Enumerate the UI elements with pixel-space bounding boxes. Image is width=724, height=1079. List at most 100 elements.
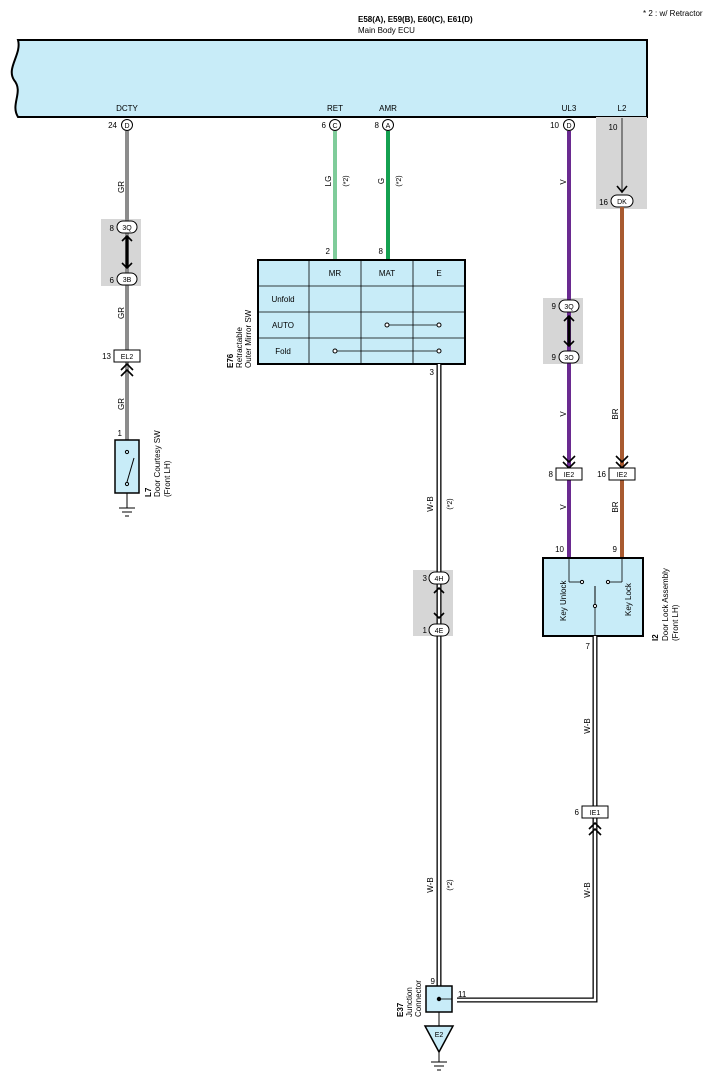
connector-ie2-br-label: IE2 <box>617 472 628 479</box>
door-lock-lock-label: Key Lock <box>624 582 633 616</box>
gr-label-3: GR <box>117 398 126 410</box>
ground-e2-triangle <box>423 1025 455 1054</box>
junction-3q-right-pin: 9 <box>552 302 557 311</box>
connector-el2 <box>113 349 141 363</box>
ecu-pin-signal-dcty: DCTY <box>116 104 138 113</box>
mirror-row-unfold: Unfold <box>271 295 294 304</box>
connector-ie2-br-pin: 16 <box>597 470 606 479</box>
ground-e2-label: E2 <box>435 1032 444 1039</box>
connector-el2-chevrons <box>120 362 134 377</box>
courtesy-sw-contact-top <box>124 449 130 455</box>
door-lock-unlock-label: Key Unlock <box>559 580 568 621</box>
junction-connector-pin-b: 11 <box>458 990 467 999</box>
mirror-header-mat: MAT <box>379 269 395 278</box>
ecu-connector-codes: E58(A), E59(B), E60(C), E61(D) <box>358 15 473 24</box>
connector-ie2-v <box>555 467 583 481</box>
ecu-pin-number-amr: 8 <box>375 121 380 130</box>
courtesy-sw-name: Door Courtesy SW <box>153 430 162 497</box>
gr-circuit: GR GR GR 8 3Q 6 3B 13 EL2 1 L7 Door Cour… <box>101 131 172 517</box>
wb-door-lock-circuit: W-B W-B 6 IE1 <box>457 636 609 1003</box>
door-lock-contact-common <box>592 603 598 609</box>
mirror-sw-pin-g: 8 <box>379 247 384 256</box>
wb-label-1: W-B <box>426 496 435 511</box>
ecu-pin-circle-amr <box>382 119 394 131</box>
door-lock-code: I2 <box>651 634 660 641</box>
mirror-sw-name-1: Retractable <box>235 327 244 368</box>
mirror-sw-pin-lg: 2 <box>326 247 331 256</box>
wb-label-2: W-B <box>426 877 435 892</box>
wb-mirror-circuit: W-B (*2) W-B (*2) 3 4H 1 4E <box>413 364 454 990</box>
junction-connector-name-2: Connector <box>414 980 423 1017</box>
junction-3q-left-label: 3Q <box>122 225 132 232</box>
mirror-auto-mat-dot <box>384 322 390 328</box>
connector-ie2-v-pin: 8 <box>549 470 554 479</box>
main-body-ecu: E58(A), E59(B), E60(C), E61(D) Main Body… <box>10 15 648 131</box>
door-lock-contact-unlock <box>579 579 585 585</box>
lg-label: LG <box>324 176 333 187</box>
connector-dk-pin: 16 <box>599 198 608 207</box>
ecu-body <box>10 39 648 118</box>
br-label-2: BR <box>611 501 620 512</box>
junction-4e-label: 4E <box>435 628 444 635</box>
ecu-pin-circle-ret <box>329 119 341 131</box>
junction-connector-pin-a: 9 <box>431 977 436 986</box>
mirror-sw-name-2: Outer Mirror SW <box>244 309 253 368</box>
ecu-pin-conn-dcty: D <box>124 123 129 130</box>
ecu-pin-signal-l2: L2 <box>618 104 627 113</box>
ecu-pin-signal-ul3: UL3 <box>562 104 577 113</box>
ecu-pin-number-dcty: 24 <box>108 121 117 130</box>
connector-ie2-br <box>608 467 636 481</box>
mirror-supply-wires: LG (*2) G (*2) 2 8 <box>324 131 403 260</box>
door-lock-contact-lock <box>605 579 611 585</box>
ecu-pin-number-ul3: 10 <box>550 121 559 130</box>
door-lock-pin-unlock: 10 <box>555 545 564 554</box>
retractable-mirror-switch: MR MAT E Unfold AUTO Fold E76 Retractabl… <box>226 259 466 377</box>
junction-3q-right <box>558 299 580 313</box>
door-lock-pin-ground: 7 <box>586 642 591 651</box>
connector-el2-label: EL2 <box>121 354 134 361</box>
connector-ie1-pin: 6 <box>575 808 580 817</box>
connector-ie1-chevrons <box>588 821 602 836</box>
ecu-pin-conn-amr: A <box>386 123 391 130</box>
mirror-header-e: E <box>436 269 441 278</box>
courtesy-sw-blade <box>126 457 135 483</box>
gr-label-2: GR <box>117 307 126 319</box>
mirror-header-mr: MR <box>329 269 342 278</box>
mirror-sw-pin-out: 3 <box>430 368 435 377</box>
retractor-note: * 2 : w/ Retractor <box>643 9 703 18</box>
mirror-fold-e-dot <box>436 348 442 354</box>
ecu-pin-conn-ul3: D <box>566 123 571 130</box>
ecu-pin-conn-ret: C <box>332 123 337 130</box>
door-lock-pin-lock: 9 <box>613 545 618 554</box>
junction-3q-left-pin: 8 <box>110 224 115 233</box>
ecu-pin-number-l2: 10 <box>609 123 618 132</box>
gr-label-1: GR <box>117 181 126 193</box>
courtesy-sw-contact-bottom <box>124 481 130 487</box>
junction-4h <box>428 571 450 585</box>
mirror-sw-code: E76 <box>226 353 235 368</box>
door-lock-assembly: Key Unlock Key Lock I2 Door Lock Assembl… <box>542 557 680 651</box>
v-label-3: V <box>559 504 568 510</box>
dk-arrow <box>616 185 628 194</box>
v-label-2: V <box>559 411 568 417</box>
junction-3b <box>116 272 138 286</box>
door-courtesy-switch <box>114 439 140 494</box>
door-lock-position: (Front LH) <box>671 604 680 641</box>
br-circuit: 10 16 DK BR BR 16 IE2 9 <box>596 117 647 558</box>
lg-retractor-note: (*2) <box>343 175 350 186</box>
junction-4e-pin: 1 <box>423 626 428 635</box>
door-lock-name: Door Lock Assembly <box>661 568 670 641</box>
junction-3o <box>558 350 580 364</box>
junction-3o-label: 3O <box>564 355 574 362</box>
ecu-name: Main Body ECU <box>358 26 415 35</box>
mirror-row-fold: Fold <box>275 347 291 356</box>
junction-3o-pin: 9 <box>552 353 557 362</box>
g-retractor-note: (*2) <box>396 175 403 186</box>
g-label: G <box>377 178 386 184</box>
l2-shade <box>596 117 647 209</box>
ecu-pin-signal-ret: RET <box>327 104 343 113</box>
wb-wire-right-outer <box>457 636 598 1003</box>
door-lock-body <box>542 557 644 637</box>
